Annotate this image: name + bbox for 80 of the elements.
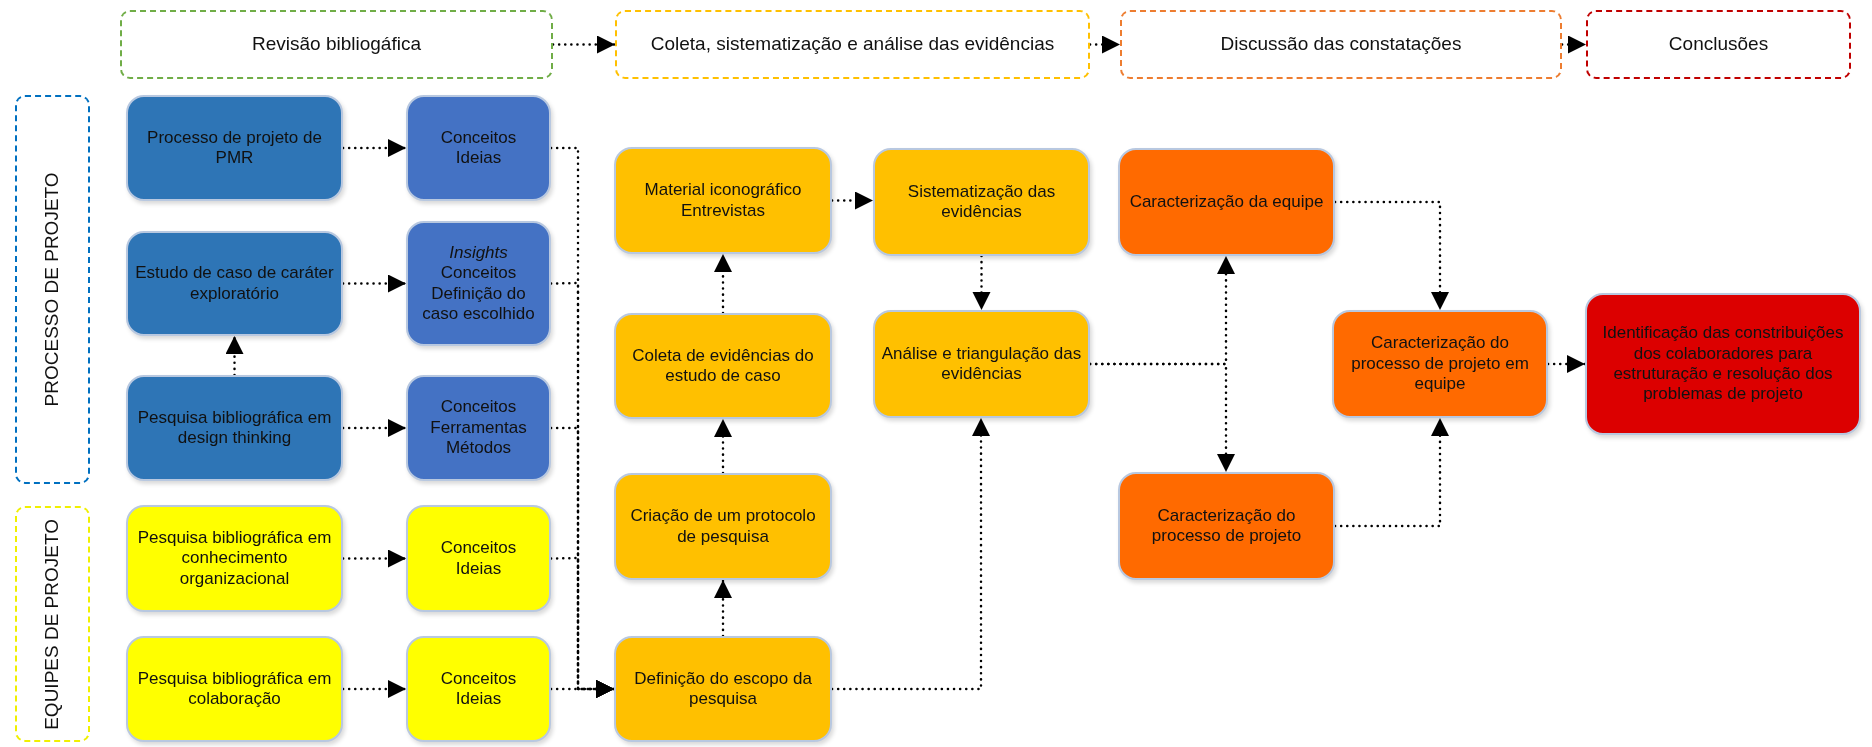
process-box bbox=[873, 148, 1090, 256]
node-text: Conceitos bbox=[440, 263, 517, 284]
arrow bbox=[1560, 35, 1588, 54]
phase-label: Conclusões bbox=[1668, 33, 1769, 56]
arrow bbox=[972, 254, 991, 312]
node-text: Insights bbox=[449, 242, 508, 264]
arrow bbox=[1546, 355, 1587, 373]
arrow bbox=[1088, 362, 1235, 474]
node-text: Ideias bbox=[455, 558, 502, 579]
node-text: Conceitos bbox=[440, 127, 517, 148]
arrow bbox=[551, 35, 617, 54]
node-text: Estudo de caso de caráter exploratório bbox=[134, 263, 335, 304]
node-text: Material iconográfico bbox=[644, 180, 802, 201]
arrow bbox=[1333, 416, 1449, 528]
process-box bbox=[873, 310, 1090, 418]
phase-box bbox=[120, 10, 553, 79]
arrow bbox=[341, 419, 408, 437]
node-text: Caracterização do processo de projeto bbox=[1150, 505, 1303, 547]
process-box bbox=[406, 636, 551, 742]
node-text: Ideias bbox=[455, 148, 502, 169]
process-box bbox=[126, 231, 343, 336]
node-text: Pesquisa bibliográfica em conhecimento organizacional bbox=[136, 527, 333, 590]
node-text: Conceitos bbox=[440, 538, 517, 559]
process-box bbox=[406, 375, 551, 481]
arrow bbox=[830, 191, 875, 210]
node-text: Métodos bbox=[445, 438, 512, 459]
phase-label: Discussão das constatações bbox=[1220, 33, 1462, 56]
arrow bbox=[341, 549, 408, 568]
process-box bbox=[126, 95, 343, 201]
arrow bbox=[714, 417, 732, 475]
process-box bbox=[126, 505, 343, 612]
node-text: Definição do caso escolhido bbox=[421, 283, 536, 325]
arrow bbox=[549, 680, 616, 698]
node-text: Pesquisa bibliográfica em design thinking bbox=[136, 407, 333, 449]
phase-label: Revisão bibliogáfica bbox=[252, 33, 421, 56]
arrow bbox=[714, 252, 732, 315]
node-text: Ferramentas bbox=[430, 417, 527, 439]
arrow bbox=[1333, 200, 1449, 312]
group-band bbox=[15, 506, 90, 742]
process-box bbox=[614, 147, 832, 254]
arrow bbox=[341, 680, 408, 698]
band-label: PROCESSO DE PROJETO bbox=[41, 172, 64, 407]
process-box bbox=[614, 313, 832, 419]
process-box bbox=[1332, 310, 1548, 418]
process-box bbox=[406, 95, 551, 201]
node-text: Conceitos bbox=[440, 668, 517, 689]
process-box bbox=[614, 473, 832, 580]
node-text: Caracterização da equipe bbox=[1129, 191, 1324, 213]
process-box bbox=[406, 505, 551, 612]
node-text: Identificação das constribuições dos colaboradores para estruturação e resolução dos problemas de projeto bbox=[1601, 323, 1845, 405]
phase-box bbox=[1586, 10, 1851, 79]
phase-label: Coleta, sistematização e análise das evidências bbox=[650, 33, 1055, 56]
arrow bbox=[341, 274, 408, 293]
node-text: Análise e triangulação das evidências bbox=[881, 343, 1082, 385]
arrow bbox=[1088, 35, 1122, 54]
node-text: Ideias bbox=[455, 689, 502, 710]
arrow bbox=[225, 334, 244, 377]
node-text: Conceitos bbox=[440, 397, 517, 418]
group-band bbox=[15, 95, 90, 484]
node-text: Sistematização das evidências bbox=[906, 181, 1057, 223]
arrow bbox=[714, 578, 732, 638]
process-box bbox=[1118, 472, 1335, 580]
node-text: Pesquisa bibliográfica em colaboração bbox=[136, 668, 333, 710]
node-text: Entrevistas bbox=[680, 200, 766, 221]
phase-box bbox=[615, 10, 1090, 79]
node-text: Definição do escopo da pesquisa bbox=[633, 668, 813, 710]
phase-box bbox=[1120, 10, 1562, 79]
process-box bbox=[1118, 148, 1335, 256]
arrow bbox=[830, 416, 990, 691]
node-text: Processo de projeto de PMR bbox=[146, 127, 323, 169]
node-text: Coleta de evidências do estudo de caso bbox=[631, 345, 815, 387]
process-box bbox=[126, 375, 343, 481]
process-box bbox=[126, 636, 343, 742]
band-label: EQUIPES DE PROJETO bbox=[41, 518, 64, 730]
process-box bbox=[1585, 293, 1861, 435]
node-text: Caracterização do processo de projeto em equipe bbox=[1350, 333, 1530, 395]
node-text: Criação de um protocolo de pesquisa bbox=[629, 506, 817, 547]
arrow bbox=[341, 139, 408, 157]
process-box bbox=[406, 221, 551, 346]
process-box bbox=[614, 636, 832, 742]
